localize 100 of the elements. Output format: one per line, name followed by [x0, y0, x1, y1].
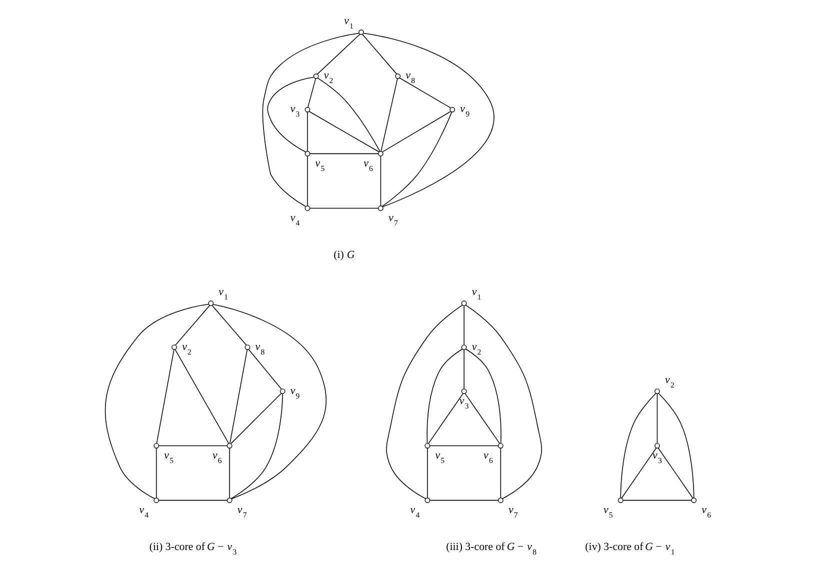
connector [229, 349, 248, 444]
connector [656, 393, 658, 444]
connector [158, 445, 227, 446]
node-circle [208, 300, 214, 306]
connector [464, 348, 501, 444]
connector [362, 32, 494, 208]
connector [156, 349, 174, 444]
node-label: v$_{6}$ [212, 449, 222, 465]
node-label: v$_{2}$ [471, 340, 481, 356]
connector [212, 304, 326, 500]
node-label: v$_{2}$ [182, 340, 191, 356]
node-label: v$_{3}$ [458, 394, 468, 410]
node-label: v$_{3}$ [652, 449, 662, 465]
connector [657, 448, 693, 498]
node-circle [654, 388, 660, 394]
node-label: v$_{5}$ [164, 449, 174, 465]
node-circle [153, 498, 159, 503]
connector [380, 156, 381, 206]
node-label: v$_{6}$ [701, 504, 710, 520]
node-circle [394, 74, 400, 79]
node-label: v$_{4}$ [138, 504, 148, 520]
connector [248, 349, 282, 390]
node-circle [153, 443, 159, 448]
connector [620, 448, 656, 498]
node-circle [460, 344, 466, 350]
node-circle [654, 443, 660, 448]
connector [382, 111, 450, 152]
node-label: v$_{6}$ [483, 449, 492, 465]
node-circle [304, 206, 310, 211]
node-circle [424, 498, 430, 503]
node-label: v$_{9}$ [290, 384, 300, 400]
connector [464, 393, 500, 444]
connector [386, 304, 462, 499]
node-circle [304, 107, 310, 112]
node-circle [378, 151, 383, 156]
node-circle [226, 498, 232, 503]
connector [463, 305, 464, 346]
connector [426, 348, 462, 444]
connector [104, 304, 209, 499]
node-label: v$_{9}$ [460, 103, 469, 119]
node-circle [312, 74, 318, 79]
connector [464, 304, 542, 499]
node-label: v$_{8}$ [405, 70, 414, 86]
connector [228, 448, 230, 498]
node-label: v$_{2}$ [664, 374, 674, 390]
node-circle [497, 498, 503, 503]
node-circle [690, 498, 696, 503]
connector [429, 500, 498, 501]
node-circle [279, 388, 285, 394]
node-label: v$_{1}$ [344, 14, 353, 30]
node-label: v$_{7}$ [388, 212, 398, 228]
connector [266, 76, 314, 152]
connector [316, 78, 380, 152]
connector [429, 445, 498, 446]
node-circle [304, 151, 310, 156]
node-label: v$_{2}$ [323, 70, 333, 86]
node-label: v$_{7}$ [236, 504, 246, 520]
node-label: v$_{5}$ [314, 157, 324, 173]
connector [309, 208, 378, 209]
connector [306, 156, 308, 206]
connector [307, 78, 316, 108]
node-label: v$_{3}$ [290, 103, 300, 119]
connector [174, 305, 210, 346]
node-label: v$_{5}$ [434, 449, 444, 465]
node-label: v$_{6}$ [363, 157, 372, 173]
node-label: v$_{8}$ [254, 340, 264, 356]
connector [500, 448, 501, 498]
node-circle [358, 30, 364, 35]
connector [309, 153, 378, 154]
connector [230, 393, 282, 499]
connector [158, 500, 227, 501]
node-label: v$_{4}$ [290, 212, 300, 228]
connector [620, 393, 656, 498]
connector [230, 392, 282, 444]
node-circle [497, 443, 503, 448]
node-circle [226, 443, 232, 448]
label: (ii) 3-core of G − v$_{3}$ [148, 540, 236, 556]
connector [380, 78, 398, 152]
node-circle [171, 344, 176, 350]
connector [211, 305, 246, 346]
connector [381, 112, 452, 207]
connector [428, 393, 463, 444]
node-circle [244, 344, 250, 350]
connector [622, 500, 692, 501]
connector [306, 112, 308, 152]
node-circle [617, 498, 623, 503]
connector [658, 393, 694, 498]
node-circle [460, 388, 466, 394]
node-circle [460, 300, 466, 306]
connector [463, 349, 464, 390]
node-label: v$_{1}$ [471, 286, 481, 302]
node-label: v$_{5}$ [602, 504, 612, 520]
node-circle [424, 443, 430, 448]
node-circle [449, 107, 455, 112]
node-circle [378, 206, 383, 211]
connector [262, 32, 359, 207]
connector [308, 111, 379, 152]
connector [426, 448, 428, 498]
connector [316, 34, 360, 74]
node-label: v$_{4}$ [410, 504, 420, 520]
